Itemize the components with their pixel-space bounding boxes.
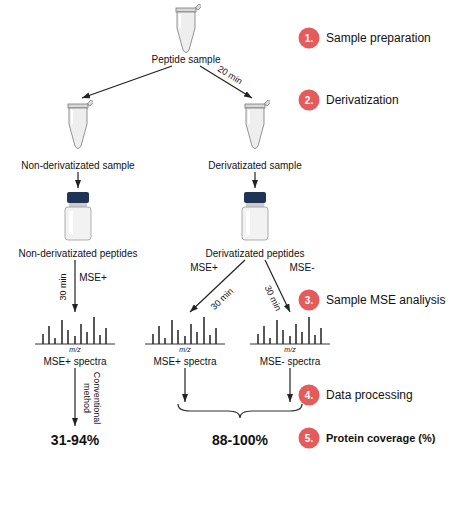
step-marker: 3. Sample MSE analiysis — [298, 289, 449, 311]
edge-label: Conventional method — [82, 367, 102, 429]
step-circle: 4. — [298, 384, 320, 406]
step-circle: 5. — [298, 427, 320, 449]
node-caption: MSE+ spectra — [153, 356, 216, 368]
flow-arrow — [77, 172, 78, 188]
step-number: 5. — [298, 427, 320, 449]
node-caption: Non-derivatizated sample — [21, 160, 134, 172]
step-number: 1. — [298, 27, 320, 49]
tube-icon — [68, 100, 94, 149]
node-caption: Non-derivatizated peptides — [19, 248, 138, 260]
step-marker: 4. Data processing — [298, 384, 449, 406]
step-title: Derivatization — [326, 93, 399, 107]
step-number: 4. — [298, 384, 320, 406]
step-circle-fill — [299, 28, 320, 49]
spectrum-icon — [145, 317, 225, 344]
step-circle: 1. — [298, 27, 320, 49]
sample-vial: Derivatizated peptides — [195, 188, 315, 260]
step-circle-fill — [299, 290, 320, 311]
connector-group — [75, 66, 290, 426]
step-number: 2. — [298, 89, 320, 111]
flow-arrow — [289, 368, 290, 402]
spectrum-icon — [35, 317, 115, 344]
tube-icon — [176, 4, 202, 53]
flow-arrow — [184, 368, 185, 402]
sample-tube: Peptide sample — [136, 4, 236, 66]
axis-label: m/z — [284, 345, 295, 355]
node-caption: MSE- spectra — [260, 356, 321, 368]
step-title: Data processing — [326, 388, 413, 402]
flow-arrow — [74, 368, 75, 426]
node-caption: Derivatizated sample — [208, 160, 301, 172]
step-circle-fill — [299, 428, 320, 449]
coverage-value: 88-100% — [212, 430, 268, 450]
step-title: Sample preparation — [326, 31, 431, 45]
node-caption: Derivatizated peptides — [206, 248, 305, 260]
step-marker: 5. Protein coverage (%) — [298, 427, 449, 449]
step-circle: 3. — [298, 289, 320, 311]
edge-label: MSE+ — [79, 273, 107, 283]
step-title: Protein coverage (%) — [326, 432, 435, 444]
vial-icon — [242, 192, 268, 240]
time-label: 30 min — [58, 273, 68, 300]
spectrum-icon — [250, 317, 330, 344]
edge-label: 20 min — [216, 64, 244, 87]
spectrum-box: MSE+ spectra — [140, 312, 230, 368]
step-title: Sample MSE analiysis — [326, 293, 445, 307]
step-marker: 1. Sample preparation — [298, 27, 449, 49]
flow-arrow — [74, 260, 75, 312]
merge-brace — [178, 404, 302, 418]
step-circle-fill — [299, 90, 320, 111]
vial-icon — [65, 192, 91, 240]
axis-label: m/z — [69, 345, 80, 355]
flow-arrow — [190, 260, 245, 312]
step-circle: 2. — [298, 89, 320, 111]
time-label: 30 min — [263, 284, 284, 313]
time-label: 30 min — [209, 286, 235, 312]
node-caption: MSE+ spectra — [43, 356, 106, 368]
sample-tube: Non-derivatizated sample — [8, 98, 148, 172]
sample-vial: Non-derivatizated peptides — [8, 188, 148, 260]
flow-arrow — [82, 66, 172, 98]
coverage-result: 88-100% — [170, 402, 310, 450]
edge-label: MSE- — [290, 263, 315, 273]
node-caption: Peptide sample — [152, 54, 221, 66]
spectrum-box: MSE+ spectra — [30, 312, 120, 368]
step-number: 3. — [298, 289, 320, 311]
flow-arrow — [254, 172, 255, 188]
edge-label: MSE+ — [190, 263, 218, 273]
step-marker: 2. Derivatization — [298, 89, 449, 111]
coverage-value: 31-94% — [51, 430, 99, 450]
tube-icon — [245, 100, 271, 149]
step-circle-fill — [299, 385, 320, 406]
coverage-result: 31-94% — [30, 426, 120, 450]
axis-label: m/z — [179, 345, 190, 355]
sample-tube: Derivatizated sample — [195, 98, 315, 172]
spectrum-box: MSE- spectra — [245, 312, 335, 368]
